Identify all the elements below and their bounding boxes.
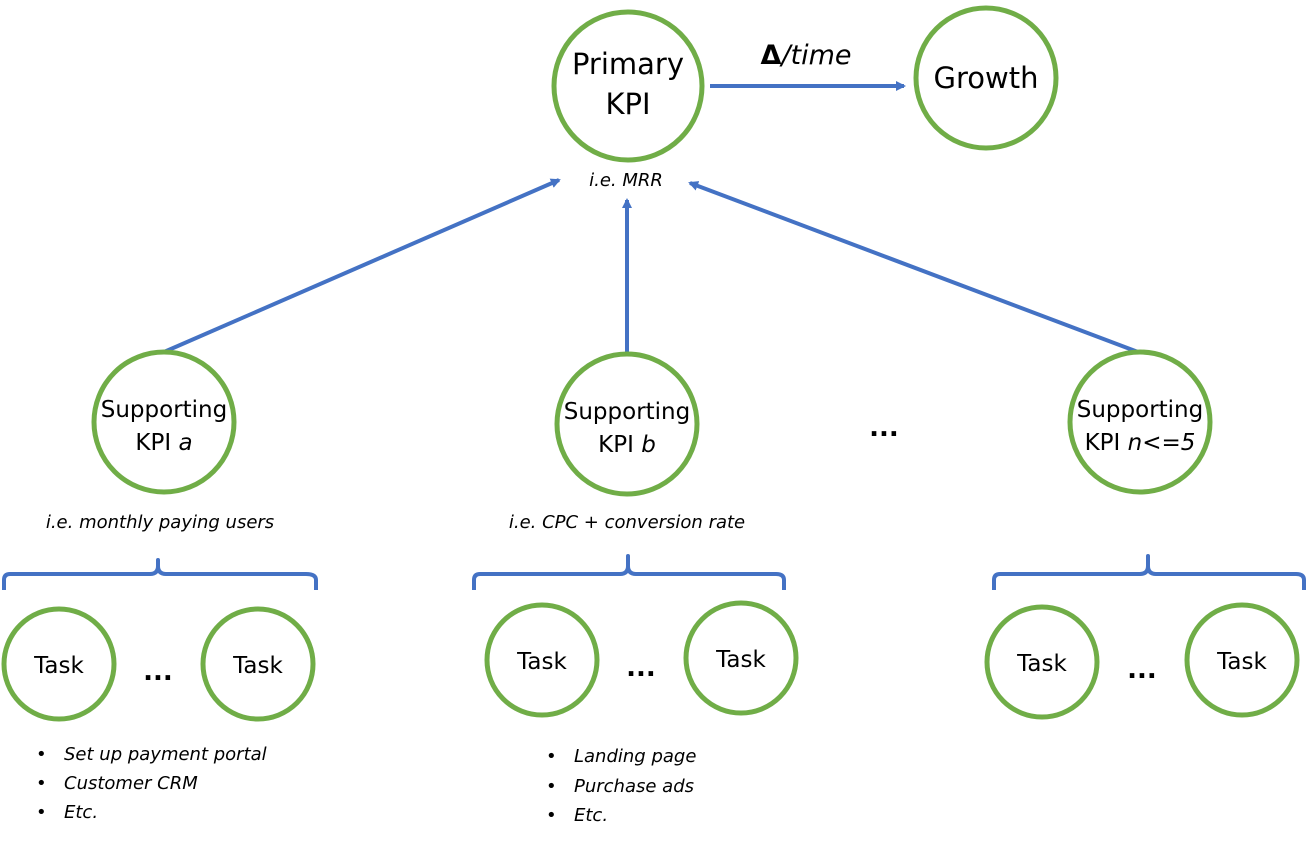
supporting-kpi-n-circle: [1067, 349, 1213, 495]
supporting-kpi-b-note: i.e. CPC + conversion rate: [509, 512, 745, 533]
task-a-ellipsis: ...: [143, 657, 173, 687]
supporting-kpi-b-line1: Supporting: [564, 399, 691, 425]
task-b1-label: Task: [516, 649, 567, 675]
task-a1-circle: [1, 606, 117, 722]
per-time-text: /time: [779, 40, 851, 71]
supporting-kpi-a-line1: Supporting: [101, 397, 228, 423]
supporting-kpi-a-note: i.e. monthly paying users: [46, 512, 274, 533]
bullet-b1-text: Landing page: [574, 746, 696, 767]
growth-label: Growth: [934, 61, 1039, 95]
supporting-kpi-n-line1: Supporting: [1077, 397, 1204, 423]
task-n2-circle: [1184, 602, 1300, 718]
brace-group-n: [992, 554, 1306, 590]
bullet-list-a: • Set up payment portal • Customer CRM •…: [36, 744, 267, 823]
task-b1-circle: [484, 602, 600, 718]
task-a2-label: Task: [232, 653, 283, 679]
task-n2-label: Task: [1216, 649, 1267, 675]
bullet-a3-text: Etc.: [64, 802, 98, 823]
supporting-kpi-a-prefix: KPI: [135, 430, 178, 456]
arrow-kpi-n-to-primary: [688, 181, 1139, 354]
supporting-kpi-a-node: Supporting KPI a: [91, 349, 237, 495]
growth-node: Growth: [913, 5, 1059, 151]
bullet-b3-marker: •: [546, 805, 557, 826]
supporting-kpi-a-circle: [91, 349, 237, 495]
task-group-n: Task ... Task: [984, 602, 1300, 720]
arrow-kpi-a-to-primary: [163, 178, 561, 354]
bullet-a3-marker: •: [36, 802, 47, 823]
supporting-kpi-n-node: Supporting KPI n<=5: [1067, 349, 1213, 495]
task-group-a: Task ... Task: [1, 606, 316, 722]
bullet-a1-text: Set up payment portal: [64, 744, 267, 765]
supporting-kpi-n-prefix: KPI: [1085, 430, 1128, 456]
task-n-ellipsis: ...: [1127, 655, 1157, 685]
bullet-b1-marker: •: [546, 746, 557, 767]
primary-kpi-circle: [551, 9, 705, 163]
arrows: [163, 81, 1139, 354]
task-b2-circle: [683, 600, 799, 716]
task-b-ellipsis: ...: [626, 653, 656, 683]
bullet-a2-marker: •: [36, 773, 47, 794]
supporting-kpi-b-circle: [554, 351, 700, 497]
supporting-kpi-n-line2: KPI n<=5: [1085, 430, 1196, 456]
bullet-a2-text: Customer CRM: [64, 773, 198, 794]
bullet-b3-text: Etc.: [574, 805, 608, 826]
task-n1-circle: [984, 604, 1100, 720]
bullet-b2-marker: •: [546, 776, 557, 797]
supporting-kpi-a-line2: KPI a: [135, 430, 192, 456]
braces: [2, 554, 1306, 590]
supporting-kpi-b-node: Supporting KPI b: [554, 351, 700, 497]
brace-group-b: [472, 554, 786, 590]
brace-group-a: [2, 558, 318, 590]
bullet-b2-text: Purchase ads: [574, 776, 694, 797]
primary-kpi-node: Primary KPI: [551, 9, 705, 163]
delta-time-label: Δ/time: [760, 40, 851, 71]
supporting-kpi-n-suffix: n<=5: [1128, 430, 1196, 456]
supporting-kpi-b-line2: KPI b: [598, 432, 656, 458]
delta-symbol: Δ: [760, 40, 781, 71]
supporting-kpi-a-suffix: a: [178, 430, 192, 456]
more-kpis-ellipsis: ...: [869, 413, 899, 443]
task-a1-label: Task: [33, 653, 84, 679]
task-n1-label: Task: [1016, 651, 1067, 677]
primary-kpi-line1: Primary: [572, 47, 684, 81]
bullet-a1-marker: •: [36, 744, 47, 765]
task-b2-label: Task: [715, 647, 766, 673]
task-group-b: Task ... Task: [484, 600, 799, 718]
primary-kpi-note: i.e. MRR: [589, 170, 663, 191]
primary-kpi-line2: KPI: [605, 87, 650, 121]
bullet-list-b: • Landing page • Purchase ads • Etc.: [546, 746, 696, 826]
growth-circle: [913, 5, 1059, 151]
supporting-kpi-b-prefix: KPI: [598, 432, 641, 458]
supporting-kpi-b-suffix: b: [641, 432, 656, 458]
task-a2-circle: [200, 606, 316, 722]
